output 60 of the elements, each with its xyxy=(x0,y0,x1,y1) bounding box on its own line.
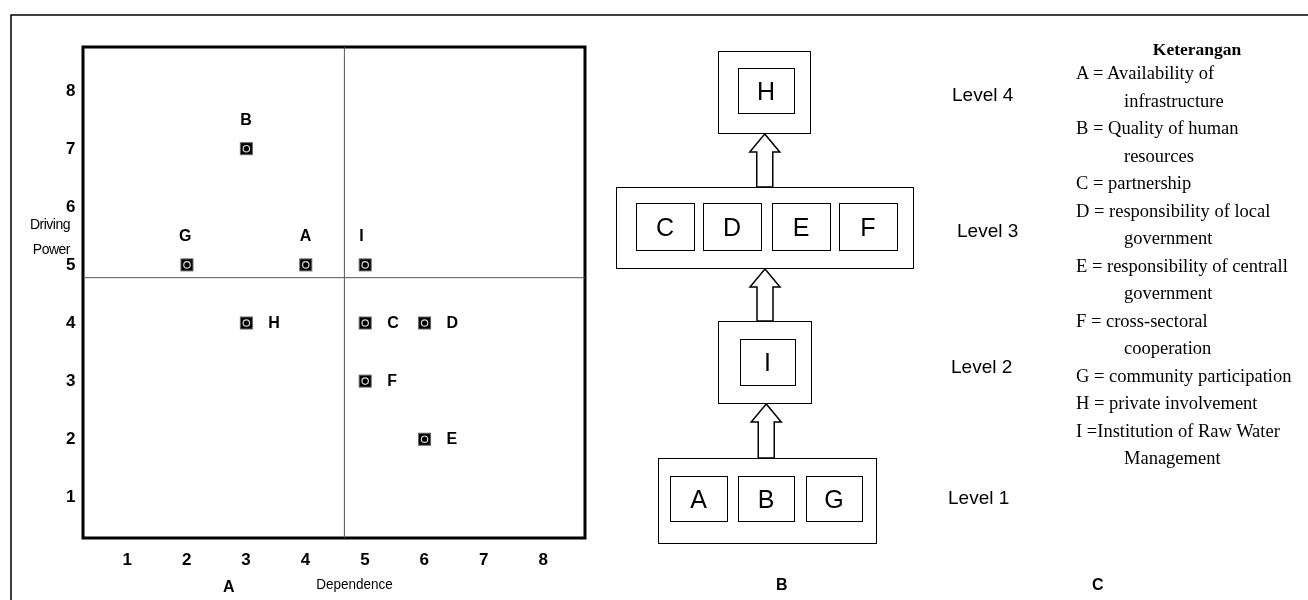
factor-box: C xyxy=(635,202,695,251)
level-box xyxy=(616,187,914,269)
point-label: H xyxy=(268,315,280,331)
point-label: C xyxy=(387,315,399,331)
panel-label: A xyxy=(223,578,235,596)
tick-label: 6 xyxy=(66,197,76,215)
factor-box: H xyxy=(737,67,795,114)
legend-entry: E = responsibility of centrall government xyxy=(1076,255,1288,303)
block-arrow xyxy=(748,267,782,322)
legend-entry: B = Quality of human resources xyxy=(1076,118,1239,166)
legend-entry: F = cross-sectoral cooperation xyxy=(1076,310,1212,358)
legend-entry: D = responsibility of local government xyxy=(1076,200,1271,248)
legend-entry: I =Institution of Raw Water Management xyxy=(1076,420,1280,468)
tick-label: 8 xyxy=(66,81,76,99)
level-label: Level 1 xyxy=(948,487,1010,509)
tick-label: 2 xyxy=(66,430,76,448)
factor-box: F xyxy=(838,202,898,251)
tick-label: 8 xyxy=(538,551,548,568)
panel-label: B xyxy=(776,576,788,594)
factor-box: G xyxy=(805,475,863,522)
tick-label: 4 xyxy=(66,314,76,331)
panel-label: C xyxy=(1092,576,1104,594)
tick-label: 2 xyxy=(181,551,192,568)
level-box xyxy=(658,458,877,544)
factor-box: B xyxy=(737,475,795,522)
factor-box: I xyxy=(739,338,796,386)
tick-label: 3 xyxy=(241,551,251,568)
point-label: I xyxy=(359,227,364,244)
point-label: B xyxy=(240,111,252,128)
level-label: Level 2 xyxy=(951,356,1013,378)
point-label: A xyxy=(299,227,312,244)
legend-title: Keterangan xyxy=(1151,38,1243,60)
point-label: E xyxy=(446,431,458,448)
tick-label: 1 xyxy=(66,488,76,506)
axis-title: Dependence xyxy=(316,575,393,592)
block-arrow xyxy=(749,402,783,459)
level-box xyxy=(718,51,811,134)
legend-entry: A = Availability of infrastructure xyxy=(1076,63,1224,111)
block-arrow xyxy=(748,132,782,188)
axis-title: Driving Power xyxy=(28,215,70,258)
point-label: G xyxy=(178,227,192,244)
tick-label: 6 xyxy=(419,551,430,568)
tick-label: 7 xyxy=(479,551,489,568)
tick-label: 5 xyxy=(360,551,370,568)
point-label: F xyxy=(387,373,397,390)
legend-entry: H = private involvement xyxy=(1076,393,1258,413)
legend-entry: C = partnership xyxy=(1076,173,1192,193)
tick-label: 7 xyxy=(66,139,76,157)
legend-entry: G = community participation xyxy=(1076,365,1292,386)
factor-box: D xyxy=(702,202,762,251)
tick-label: 4 xyxy=(300,551,311,568)
factor-box: A xyxy=(669,475,728,522)
factor-box: E xyxy=(771,202,831,251)
point-label: D xyxy=(446,315,459,331)
tick-label: 1 xyxy=(122,551,132,568)
tick-label: 3 xyxy=(66,372,76,390)
level-label: Level 3 xyxy=(957,220,1019,242)
tick-label: 5 xyxy=(66,255,76,273)
level-label: Level 4 xyxy=(952,84,1014,106)
level-box xyxy=(718,321,812,404)
